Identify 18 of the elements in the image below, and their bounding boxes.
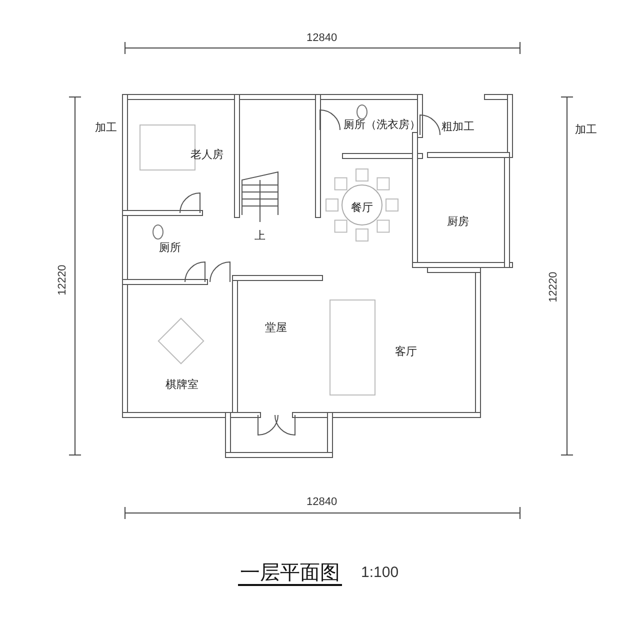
dimension-text: 12220 (546, 272, 559, 302)
room-label: 厕所（洗衣房） (344, 119, 420, 132)
room-label: 客厅 (395, 346, 417, 358)
dimension-text: 12840 (306, 32, 338, 44)
room-label: 粗加工 (442, 121, 474, 134)
room-label: 棋牌室 (166, 379, 198, 392)
room-label: 加工 (575, 124, 597, 136)
room-label: 上 (254, 230, 266, 242)
scale-text: 1:100 (361, 564, 399, 581)
room-label: 老人房 (190, 149, 224, 162)
room-label: 厕所 (159, 242, 181, 254)
room-label: 加工 (95, 122, 117, 134)
room-label: 餐厅 (351, 202, 373, 214)
drawing-title: 一层平面图 (238, 560, 342, 586)
dimension-text: 12840 (306, 496, 338, 508)
room-label: 厨房 (447, 216, 469, 228)
room-label: 堂屋 (265, 322, 287, 334)
dimension-text: 12220 (56, 264, 68, 296)
